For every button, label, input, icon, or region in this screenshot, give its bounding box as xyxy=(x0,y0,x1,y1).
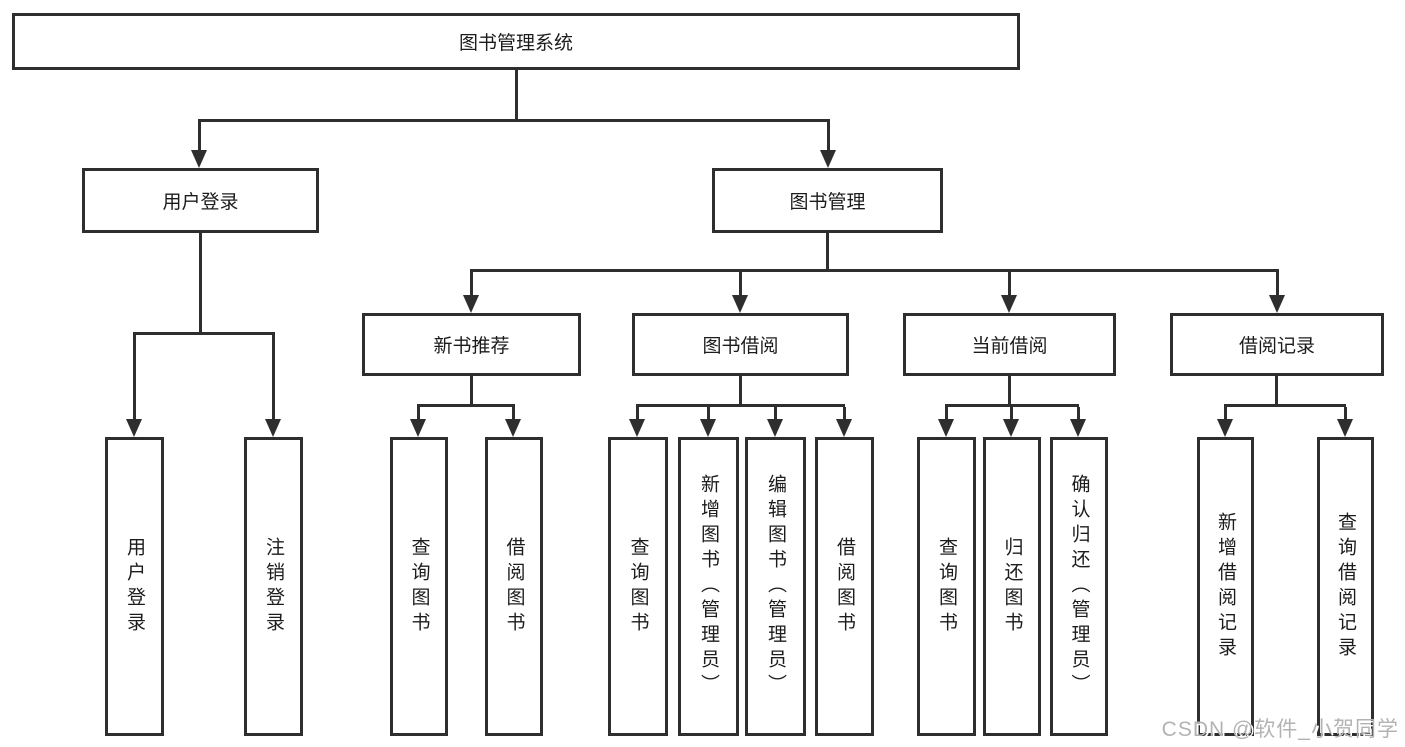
arrow-down-icon xyxy=(938,419,954,437)
connector-stem xyxy=(1010,407,1013,419)
arrow-down-icon xyxy=(463,295,479,313)
connector-stem xyxy=(512,407,515,419)
leaf-borrowing-query-books: 查询图书 xyxy=(608,437,668,736)
connector-bookmgmt-vertical xyxy=(826,233,829,272)
leaf-user-login: 用户登录 xyxy=(105,437,164,736)
arrow-down-icon xyxy=(410,419,426,437)
connector-newbooks-vertical xyxy=(470,376,473,407)
connector-currentborrow-horizontal xyxy=(945,404,1079,407)
connector-stem xyxy=(707,407,710,419)
arrow-down-icon xyxy=(505,419,521,437)
arrow-down-icon xyxy=(767,419,783,437)
connector-stem xyxy=(945,407,948,419)
node-book-management: 图书管理 xyxy=(712,168,943,233)
arrow-down-icon xyxy=(126,419,142,437)
arrow-down-icon xyxy=(1337,419,1353,437)
node-root: 图书管理系统 xyxy=(12,13,1020,70)
leaf-borrowing-add-books-admin: 新增图书（管理员） xyxy=(678,437,739,736)
connector-stem xyxy=(133,335,136,419)
arrow-down-icon xyxy=(1001,295,1017,313)
node-book-borrowing: 图书借阅 xyxy=(632,313,849,376)
connector-stem xyxy=(739,272,742,295)
arrow-down-icon xyxy=(265,419,281,437)
connector-stem xyxy=(1276,272,1279,295)
connector-stem xyxy=(470,272,473,295)
leaf-records-add-record: 新增借阅记录 xyxy=(1197,437,1254,736)
arrow-down-icon xyxy=(836,419,852,437)
connector-root-horizontal xyxy=(198,119,830,122)
connector-userlogin-horizontal xyxy=(133,332,275,335)
node-current-borrowing: 当前借阅 xyxy=(903,313,1116,376)
connector-stem xyxy=(1224,407,1227,419)
arrow-down-icon xyxy=(1269,295,1285,313)
connector-records-horizontal xyxy=(1224,404,1346,407)
node-borrow-records: 借阅记录 xyxy=(1170,313,1384,376)
leaf-newbook-borrow-books: 借阅图书 xyxy=(485,437,543,736)
arrow-down-icon xyxy=(1217,419,1233,437)
leaf-current-confirm-return-admin: 确认归还（管理员） xyxy=(1050,437,1108,736)
node-user-login: 用户登录 xyxy=(82,168,319,233)
arrow-down-icon xyxy=(732,295,748,313)
connector-stem xyxy=(417,407,420,419)
leaf-borrowing-borrow-books: 借阅图书 xyxy=(815,437,874,736)
leaf-current-query-books: 查询图书 xyxy=(917,437,976,736)
arrow-down-icon xyxy=(820,150,836,168)
connector-stem xyxy=(636,407,639,419)
connector-bookborrow-vertical xyxy=(739,376,742,407)
leaf-current-return-books: 归还图书 xyxy=(983,437,1041,736)
connector-stem xyxy=(774,407,777,419)
arrow-down-icon xyxy=(191,150,207,168)
connector-stem xyxy=(843,407,846,419)
arrow-down-icon xyxy=(1070,419,1086,437)
leaf-records-query-record: 查询借阅记录 xyxy=(1317,437,1374,736)
connector-stem xyxy=(1077,407,1080,419)
connector-root-vertical xyxy=(515,69,518,122)
leaf-logout: 注销登录 xyxy=(244,437,303,736)
connector-stem xyxy=(1008,272,1011,295)
connector-stem xyxy=(198,122,201,150)
connector-userlogin-vertical xyxy=(199,233,202,335)
watermark: CSDN @软件_小贺同学 xyxy=(1161,718,1399,741)
connector-stem xyxy=(1344,407,1347,419)
leaf-newbook-query-books: 查询图书 xyxy=(390,437,448,736)
connector-records-vertical xyxy=(1275,376,1278,407)
connector-bookmgmt-horizontal xyxy=(470,269,1279,272)
connector-currentborrow-vertical xyxy=(1008,376,1011,407)
arrow-down-icon xyxy=(629,419,645,437)
connector-stem xyxy=(272,335,275,419)
node-new-book-recommend: 新书推荐 xyxy=(362,313,581,376)
connector-bookborrow-horizontal xyxy=(636,404,845,407)
arrow-down-icon xyxy=(1003,419,1019,437)
connector-newbooks-horizontal xyxy=(417,404,515,407)
leaf-borrowing-edit-books-admin: 编辑图书（管理员） xyxy=(745,437,806,736)
arrow-down-icon xyxy=(700,419,716,437)
connector-stem xyxy=(827,122,830,150)
